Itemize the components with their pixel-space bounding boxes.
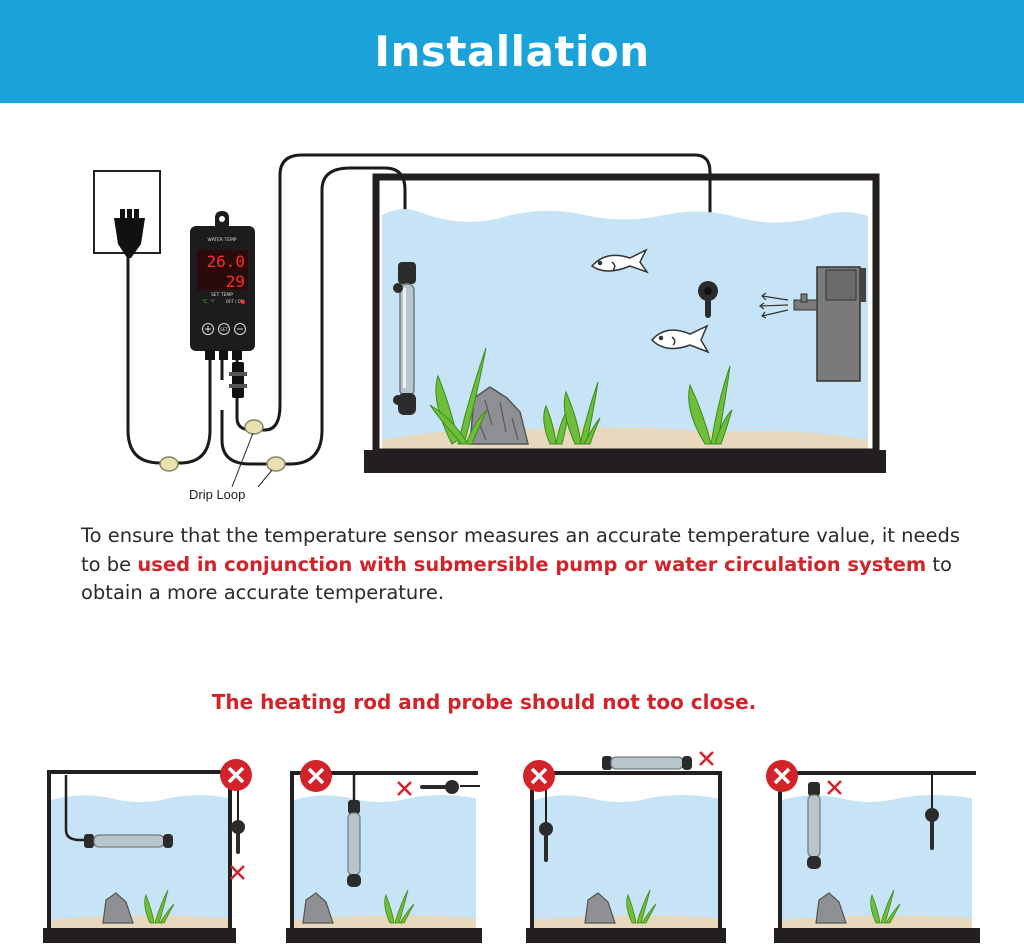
plant-icon xyxy=(870,889,901,924)
description-text-end: to obtain a more accurate temperature. xyxy=(81,552,952,605)
red-circle-x-icon xyxy=(220,759,252,791)
red-circle-x-icon xyxy=(766,760,798,792)
temperature-probe-icon xyxy=(231,820,245,854)
warning-heading: The heating rod and probe should not too… xyxy=(211,690,757,714)
x-mark-icon xyxy=(230,865,245,880)
drip-loop-pointers xyxy=(231,432,273,488)
cable-connector xyxy=(229,362,247,398)
fish-icon xyxy=(590,248,649,274)
heater-rod-icon xyxy=(807,782,821,869)
power-plug-icon xyxy=(114,209,145,258)
header-banner: Installation xyxy=(0,0,1024,103)
temperature-probe-icon xyxy=(698,281,718,318)
panel-2-tank xyxy=(286,760,482,943)
panel-1-tank xyxy=(43,759,252,943)
set-button[interactable]: SET xyxy=(218,323,230,335)
x-mark-icon xyxy=(397,781,412,796)
plant-icon xyxy=(144,889,175,924)
heat-led-icon xyxy=(241,300,245,304)
heater-rod-icon xyxy=(84,834,173,848)
rock-icon xyxy=(584,892,616,924)
drip-loop-label: Drip Loop xyxy=(189,487,246,502)
water-temp-value: 26.0 xyxy=(206,252,245,271)
rock-icon xyxy=(815,892,847,924)
panel-3-tank xyxy=(523,751,726,943)
water-temp-label: WATER TEMP xyxy=(207,237,237,243)
water-pump-icon xyxy=(759,266,866,382)
water-flow-arrows xyxy=(759,292,789,319)
description-highlight: used in conjunction with submersible pum… xyxy=(137,552,927,576)
page-title: Installation xyxy=(374,27,650,76)
x-mark-icon xyxy=(827,780,842,795)
plant-icon xyxy=(563,381,601,445)
rock-icon xyxy=(102,892,134,924)
plus-button[interactable] xyxy=(202,323,214,335)
probe-cable xyxy=(235,153,712,432)
temperature-probe-icon xyxy=(539,822,553,862)
plant-icon xyxy=(384,889,415,924)
drip-loop-markers xyxy=(159,419,286,472)
fish-icon xyxy=(650,324,710,354)
panel-4-tank xyxy=(766,760,980,943)
description-paragraph: To ensure that the temperature sensor me… xyxy=(81,522,961,608)
plant-icon xyxy=(688,365,733,445)
unit-celsius-indicator: °C xyxy=(202,299,207,305)
description-text: To ensure that the temperature sensor me… xyxy=(81,524,961,576)
heater-rod-icon xyxy=(602,756,692,770)
red-circle-x-icon xyxy=(300,760,332,792)
unit-fahrenheit-indicator: °F xyxy=(210,299,215,305)
rock-icon xyxy=(302,892,334,924)
incorrect-placement-panels xyxy=(43,751,980,943)
installation-diagram: WATER TEMP 26.0 29 SET TEMP °C °F OFF / … xyxy=(93,153,886,488)
minus-button[interactable] xyxy=(234,323,246,335)
temperature-probe-icon xyxy=(925,808,939,850)
heater-rod-icon xyxy=(393,262,416,415)
plant-icon xyxy=(626,889,657,924)
x-mark-icon xyxy=(699,751,714,766)
heater-rod-icon xyxy=(347,800,361,887)
temperature-controller: WATER TEMP 26.0 29 SET TEMP °C °F OFF / … xyxy=(190,211,255,360)
set-button-label: SET xyxy=(220,327,228,332)
set-temp-label: SET TEMP xyxy=(211,292,233,298)
plant-icon xyxy=(429,347,488,445)
set-temp-value: 29 xyxy=(226,272,245,291)
red-circle-x-icon xyxy=(523,760,555,792)
heat-indicator-label: OFF / ON xyxy=(226,299,244,304)
aquarium-tank xyxy=(364,173,886,473)
temperature-probe-icon xyxy=(420,780,459,794)
